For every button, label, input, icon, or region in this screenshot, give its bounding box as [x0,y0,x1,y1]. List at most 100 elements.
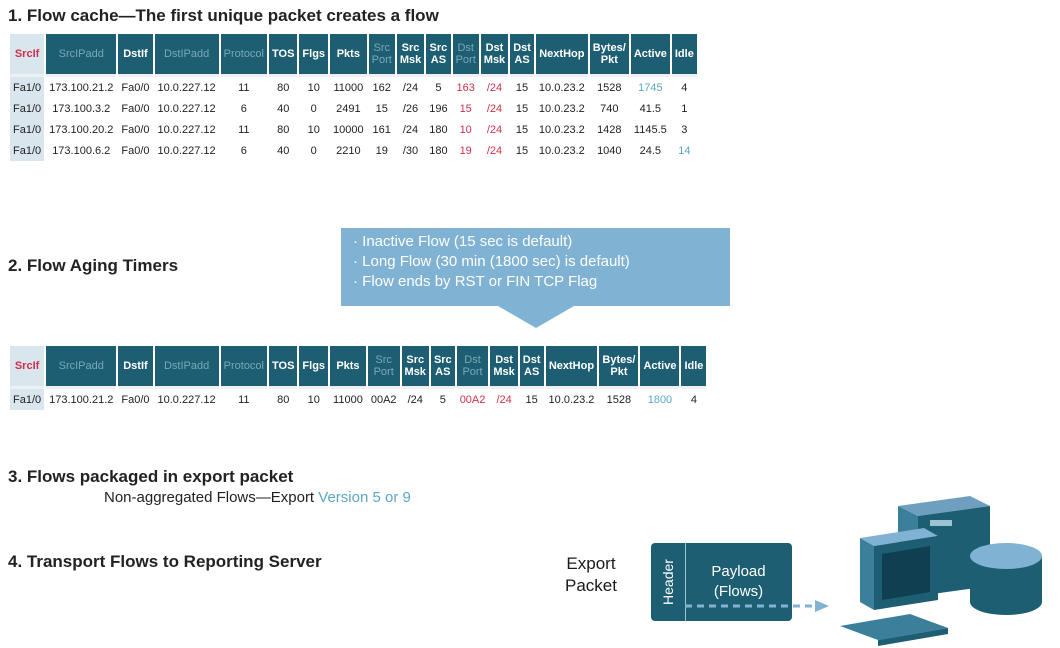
table-cell: 1 [681,102,688,115]
callout-line: · Inactive Flow (15 sec is default) [353,233,573,250]
table-cell: 1145.5 [633,123,667,136]
table-cell: /24 [486,102,503,115]
column-header: Flgs [299,346,329,389]
table-cell: /24 [486,81,503,94]
table-cell: 80 [277,393,290,406]
table-cell: 11000 [333,81,364,94]
table-cell: 10.0.23.2 [538,81,585,94]
export-version-text: Version 5 or 9 [318,489,411,506]
column-header: Pkts [330,346,366,389]
column-header: Bytes/Pkt [589,34,629,77]
table-cell: 4 [681,81,688,94]
table-cell: 10.0.23.2 [538,123,585,136]
table-cell: 10.0.23.2 [538,144,585,157]
column-header: NextHop [545,346,598,389]
table-cell: Fa0/0 [121,81,150,94]
table-cell: Fa0/0 [121,123,150,136]
table-cell: 41.5 [639,102,662,115]
column-header: DstIPadd [154,34,219,77]
table-cell: 173.100.20.2 [49,123,114,136]
payload-label: Payload [711,563,766,580]
column-header: Bytes/Pkt [599,346,639,389]
table-cell: 00A2 [370,393,397,406]
table-cell: 2210 [336,144,361,157]
packet-header-label: Header [660,559,676,605]
table-cell: 10.0.227.12 [157,102,216,115]
column-header: TOS [269,346,298,389]
table-cell: 10 [307,123,320,136]
table-cell: 196 [429,102,448,115]
table-cell: 10000 [333,123,364,136]
table-cell: 173.100.21.2 [49,81,114,94]
column-header: Flgs [299,34,329,77]
table-cell: 15 [515,123,529,136]
column-header: DstIf [118,34,153,77]
table-cell: 180 [429,123,448,136]
table-cell: 10 [307,81,320,94]
table-cell: /24 [496,393,512,406]
table-cell: 15 [375,102,388,115]
column-header: Idle [671,34,697,77]
table-cell: 15 [515,102,529,115]
table-cell: 173.100.3.2 [52,102,111,115]
table-cell: 1745 [638,81,663,94]
table-cell: 15 [525,393,538,406]
table-cell: /24 [486,144,503,157]
table-cell: 5 [435,81,442,94]
export-label-line: Export [566,554,616,573]
column-header: Pkts [330,34,367,77]
table-cell: 2491 [336,102,361,115]
export-packet: Header Payload (Flows) [651,543,792,621]
table-cell: 180 [429,144,448,157]
table-cell: 11 [238,81,250,94]
table-cell: 11 [238,393,250,406]
column-header: DstIPadd [154,346,219,389]
table-cell: 1428 [597,123,622,136]
payload-label: (Flows) [713,583,764,600]
table-cell: 163 [456,81,475,94]
column-header: Protocol [220,346,267,389]
column-header: SrcIf [10,34,45,77]
table-cell: Fa0/0 [121,144,150,157]
table-cell: 173.100.21.2 [49,393,114,406]
table-cell: 40 [277,144,290,157]
table-cell: 3 [681,123,688,136]
column-header: NextHop [535,34,588,77]
table-cell: 173.100.6.2 [52,144,111,157]
callout-line: · Long Flow (30 min (1800 sec) is defaul… [353,253,630,270]
table-cell: 1528 [606,393,632,406]
table-cell: 00A2 [459,393,486,406]
table-cell: /30 [402,144,419,157]
column-header: Idle [681,346,707,389]
table-cell: 10.0.227.12 [157,81,216,94]
table-cell: 24.5 [639,144,662,157]
table-cell: 19 [375,144,388,157]
table-cell: Fa1/0 [10,389,45,410]
table-cell: 6 [240,102,247,115]
column-header: TOS [269,34,298,77]
step3-subtitle: Non-aggregated Flows—Export Version 5 or… [104,489,411,506]
table-cell: Fa0/0 [121,102,150,115]
table-cell: 14 [678,144,691,157]
table-cell: 10.0.23.2 [548,393,595,406]
step2-title: 2. Flow Aging Timers [8,256,179,275]
table-cell: /24 [486,123,503,136]
table-cell: /26 [402,102,419,115]
table-cell: Fa1/0 [10,98,45,119]
packet-payload: Payload (Flows) [685,543,792,621]
table-cell: 10.0.227.12 [157,144,216,157]
